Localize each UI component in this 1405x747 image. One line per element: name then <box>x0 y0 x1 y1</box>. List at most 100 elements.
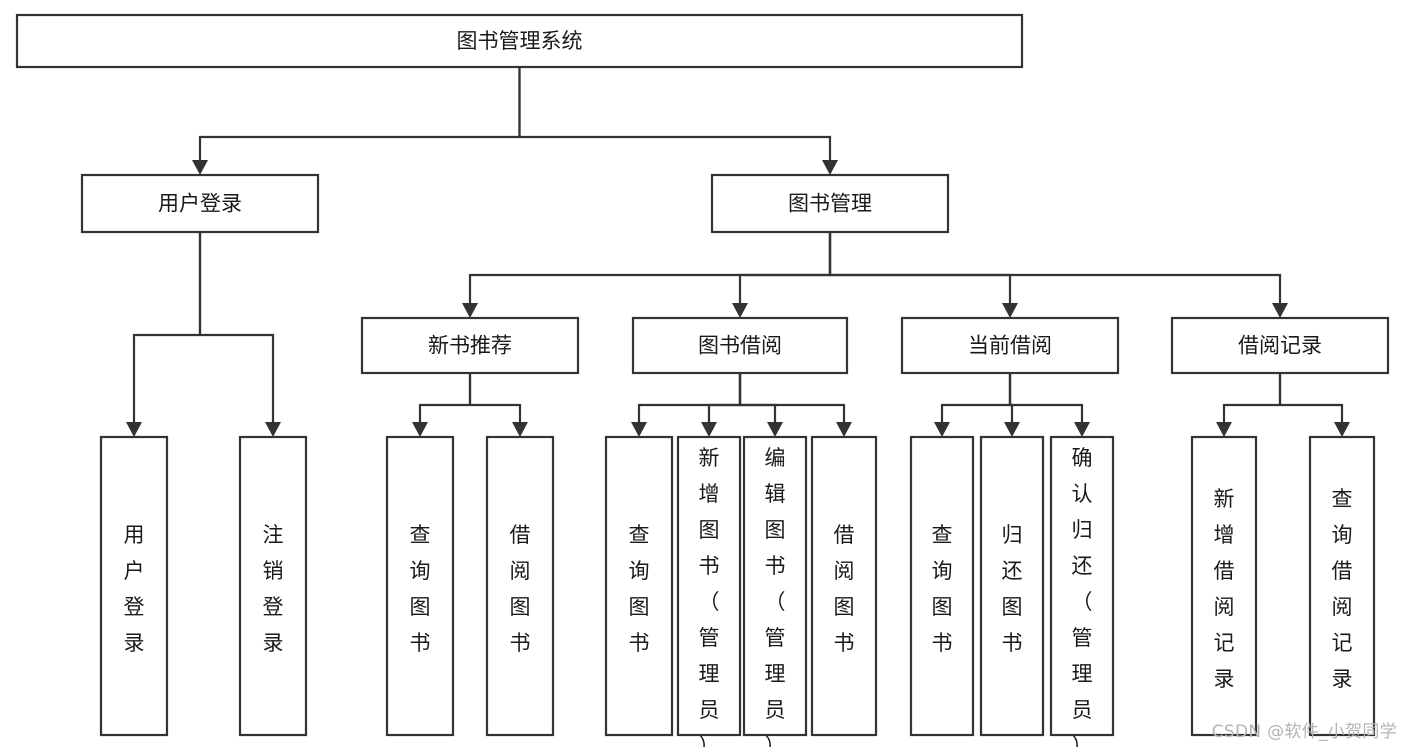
node-box[interactable] <box>99 435 169 737</box>
node-new-book-recommend[interactable]: 新书推荐 <box>360 316 580 375</box>
node-box[interactable] <box>1308 435 1376 737</box>
node-label: 查询借阅记录 <box>1332 487 1353 691</box>
arrow-head-icon <box>701 422 717 437</box>
node-book-management[interactable]: 图书管理 <box>710 173 950 234</box>
node-leaf-return-book[interactable]: 归还图书 <box>979 435 1045 737</box>
node-box[interactable] <box>979 435 1045 737</box>
watermark-text: CSDN @软件_小贺同学 <box>1211 722 1397 742</box>
node-box[interactable] <box>385 435 455 737</box>
connector-branch <box>740 403 846 424</box>
arrow-head-icon <box>265 422 281 437</box>
node-box[interactable] <box>810 435 878 737</box>
node-leaf-query-borrow-record[interactable]: 查询借阅记录 <box>1308 435 1376 737</box>
arrow-head-icon <box>1216 422 1232 437</box>
connector-branch <box>1010 403 1084 424</box>
connector-branch <box>940 403 1010 424</box>
node-leaf-borrow-book-recommend[interactable]: 借阅图书 <box>485 435 555 737</box>
node-label: 借阅图书 <box>834 523 855 655</box>
connector-borrow-record-to-leaf-query-borrow-record <box>1278 373 1350 437</box>
arrow-head-icon <box>1334 422 1350 437</box>
node-box[interactable] <box>360 316 580 375</box>
node-label: 用户登录 <box>158 192 242 216</box>
connector-current-borrow-to-leaf-confirm-return-admin <box>1008 373 1090 437</box>
node-label: 查询图书 <box>629 523 650 655</box>
arrow-head-icon <box>822 160 838 175</box>
node-box[interactable] <box>900 316 1120 375</box>
connector-branch <box>740 403 777 424</box>
node-box[interactable] <box>485 435 555 737</box>
arrow-head-icon <box>1074 422 1090 437</box>
connector-new-book-recommend-to-leaf-borrow-book-recommend <box>468 373 528 437</box>
arrow-head-icon <box>462 303 478 318</box>
node-leaf-query-book-borrow[interactable]: 查询图书 <box>604 435 674 737</box>
node-leaf-query-book-recommend[interactable]: 查询图书 <box>385 435 455 737</box>
node-current-borrow[interactable]: 当前借阅 <box>900 316 1120 375</box>
connector-branch <box>132 333 200 424</box>
node-leaf-user-login[interactable]: 用户登录 <box>99 435 169 737</box>
node-box[interactable] <box>1170 316 1390 375</box>
connector-branch <box>1280 403 1344 424</box>
node-label: 图书管理系统 <box>457 29 583 53</box>
connector-branch <box>200 333 275 424</box>
node-label: 确认归还（管理员） <box>1072 446 1093 747</box>
node-book-borrow[interactable]: 图书借阅 <box>631 316 849 375</box>
arrow-head-icon <box>767 422 783 437</box>
edges-layer <box>126 67 1350 437</box>
connector-branch <box>470 403 522 424</box>
node-label: 编辑图书（管理员） <box>765 446 786 747</box>
node-label: 借阅记录 <box>1238 334 1322 358</box>
connector-branch <box>830 273 1282 305</box>
node-box[interactable] <box>1049 435 1115 737</box>
arrow-head-icon <box>934 422 950 437</box>
node-root[interactable]: 图书管理系统 <box>15 13 1024 69</box>
connector-branch <box>738 273 830 305</box>
node-leaf-confirm-return-admin[interactable]: 确认归还（管理员） <box>1049 435 1115 747</box>
arrow-head-icon <box>836 422 852 437</box>
node-user-login[interactable]: 用户登录 <box>80 173 320 234</box>
arrow-head-icon <box>631 422 647 437</box>
arrow-head-icon <box>732 303 748 318</box>
node-leaf-query-book-current[interactable]: 查询图书 <box>909 435 975 737</box>
node-label: 新增图书（管理员） <box>699 446 720 747</box>
node-label: 归还图书 <box>1002 523 1023 655</box>
node-box[interactable] <box>676 435 742 737</box>
node-leaf-borrow-book[interactable]: 借阅图书 <box>810 435 878 737</box>
connector-branch <box>519 135 832 162</box>
connector-borrow-record-to-leaf-add-borrow-record <box>1216 373 1282 437</box>
node-box[interactable] <box>238 435 308 737</box>
node-label: 当前借阅 <box>968 334 1052 358</box>
node-label: 查询图书 <box>410 523 431 655</box>
node-label: 查询图书 <box>932 523 953 655</box>
node-box[interactable] <box>909 435 975 737</box>
node-box[interactable] <box>631 316 849 375</box>
node-label: 图书管理 <box>788 192 872 216</box>
nodes-layer: 图书管理系统用户登录图书管理新书推荐图书借阅当前借阅借阅记录用户登录注销登录查询… <box>15 13 1390 747</box>
connector-book-management-to-book-borrow <box>732 232 832 318</box>
connector-book-management-to-borrow-record <box>828 232 1288 318</box>
connector-branch <box>468 273 830 305</box>
connector-root-to-user-login <box>192 67 521 175</box>
connector-current-borrow-to-leaf-query-book-current <box>934 373 1012 437</box>
node-box[interactable] <box>80 173 320 234</box>
node-leaf-add-borrow-record[interactable]: 新增借阅记录 <box>1190 435 1258 737</box>
connector-new-book-recommend-to-leaf-query-book-recommend <box>412 373 472 437</box>
arrow-head-icon <box>412 422 428 437</box>
node-box[interactable] <box>742 435 808 737</box>
node-box[interactable] <box>604 435 674 737</box>
arrow-head-icon <box>1004 422 1020 437</box>
connector-user-login-to-leaf-user-login <box>126 232 202 437</box>
connector-user-login-to-leaf-user-logout <box>198 232 281 437</box>
node-leaf-edit-book-admin[interactable]: 编辑图书（管理员） <box>742 435 808 747</box>
node-box[interactable] <box>15 13 1024 69</box>
node-leaf-user-logout[interactable]: 注销登录 <box>238 435 308 737</box>
connector-branch <box>1222 403 1280 424</box>
arrow-head-icon <box>1002 303 1018 318</box>
connector-root-to-book-management <box>518 67 838 175</box>
node-box[interactable] <box>1190 435 1258 737</box>
node-leaf-add-book-admin[interactable]: 新增图书（管理员） <box>676 435 742 747</box>
node-box[interactable] <box>710 173 950 234</box>
node-borrow-record[interactable]: 借阅记录 <box>1170 316 1390 375</box>
arrow-head-icon <box>512 422 528 437</box>
